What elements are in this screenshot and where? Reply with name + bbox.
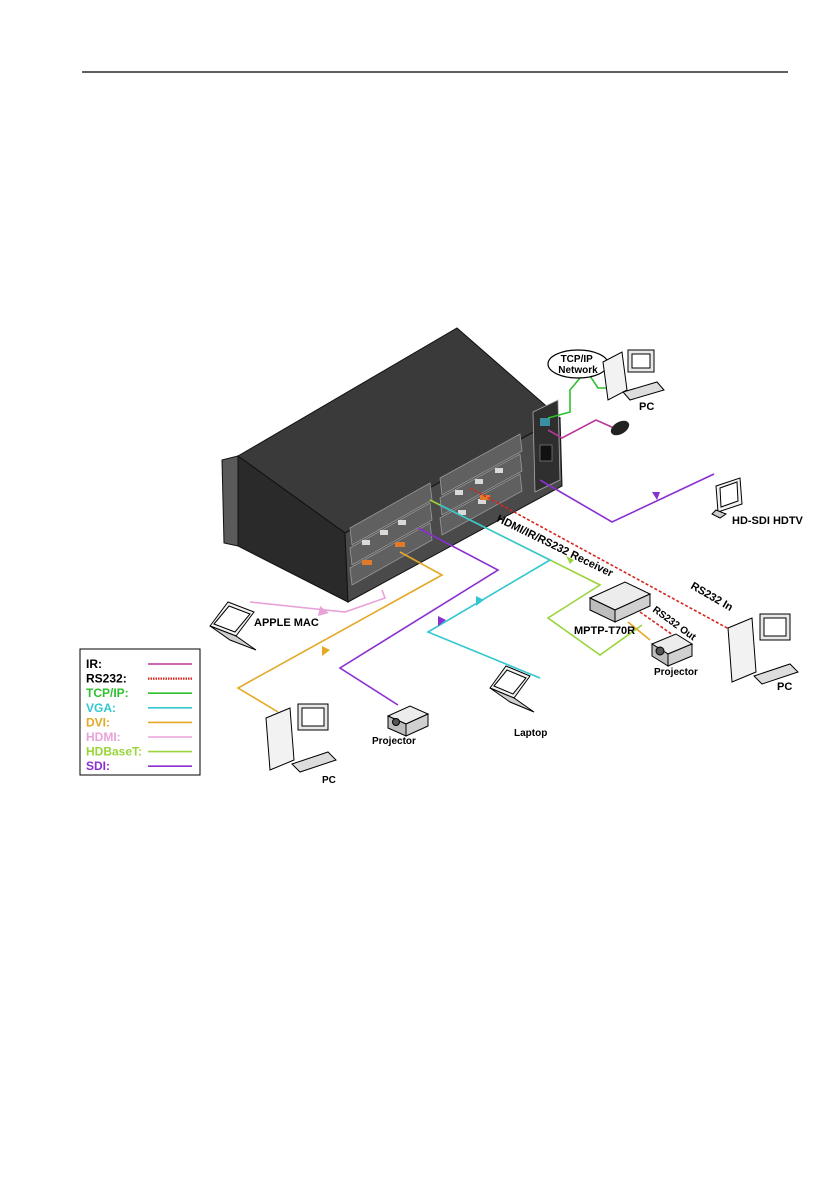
- receiver-label: HDMI/IR/RS232 Receiver: [495, 513, 616, 580]
- projector-right-label: Projector: [654, 667, 698, 678]
- pc-bottom-icon: [266, 704, 336, 772]
- hdtv-icon: [712, 478, 742, 518]
- rs232-in-label: RS232 In: [689, 580, 735, 614]
- sdi-cable-hdtv: [540, 474, 714, 522]
- pc-bottom-label: PC: [322, 775, 336, 786]
- legend-label-7: SDI:: [86, 759, 110, 773]
- legend-label-2: TCP/IP:: [86, 686, 129, 700]
- pc-top-icon: [603, 350, 664, 400]
- hdtv-label: HD-SDI HDTV: [732, 515, 804, 527]
- tcpip-label-line1: TCP/IP: [561, 354, 594, 365]
- legend-label-0: IR:: [86, 657, 102, 671]
- legend-label-3: VGA:: [86, 701, 116, 715]
- legend-label-4: DVI:: [86, 715, 110, 729]
- ir-emitter-icon: [608, 418, 631, 438]
- apple-mac-laptop-icon: [210, 602, 256, 650]
- projector-center-icon: [388, 706, 428, 736]
- legend: IR:RS232:TCP/IP:VGA:DVI:HDMI:HDBaseT:SDI…: [80, 649, 200, 775]
- laptop-label: Laptop: [514, 728, 547, 739]
- tcpip-network-label: TCP/IP Network: [558, 354, 598, 376]
- tcpip-label-line2: Network: [558, 365, 598, 376]
- projector-center-label: Projector: [372, 736, 416, 747]
- legend-label-1: RS232:: [86, 672, 127, 686]
- pc-right-label: PC: [777, 681, 792, 693]
- matrix-switcher-chassis: [222, 328, 562, 602]
- mptp-label: MPTP-T70R: [574, 625, 635, 637]
- pc-right-icon: [728, 614, 798, 684]
- mptp-receiver-icon: [590, 582, 650, 622]
- legend-label-5: HDMI:: [86, 730, 121, 744]
- legend-label-6: HDBaseT:: [86, 745, 142, 759]
- apple-mac-label: APPLE MAC: [254, 617, 319, 629]
- pc-top-label: PC: [639, 401, 654, 413]
